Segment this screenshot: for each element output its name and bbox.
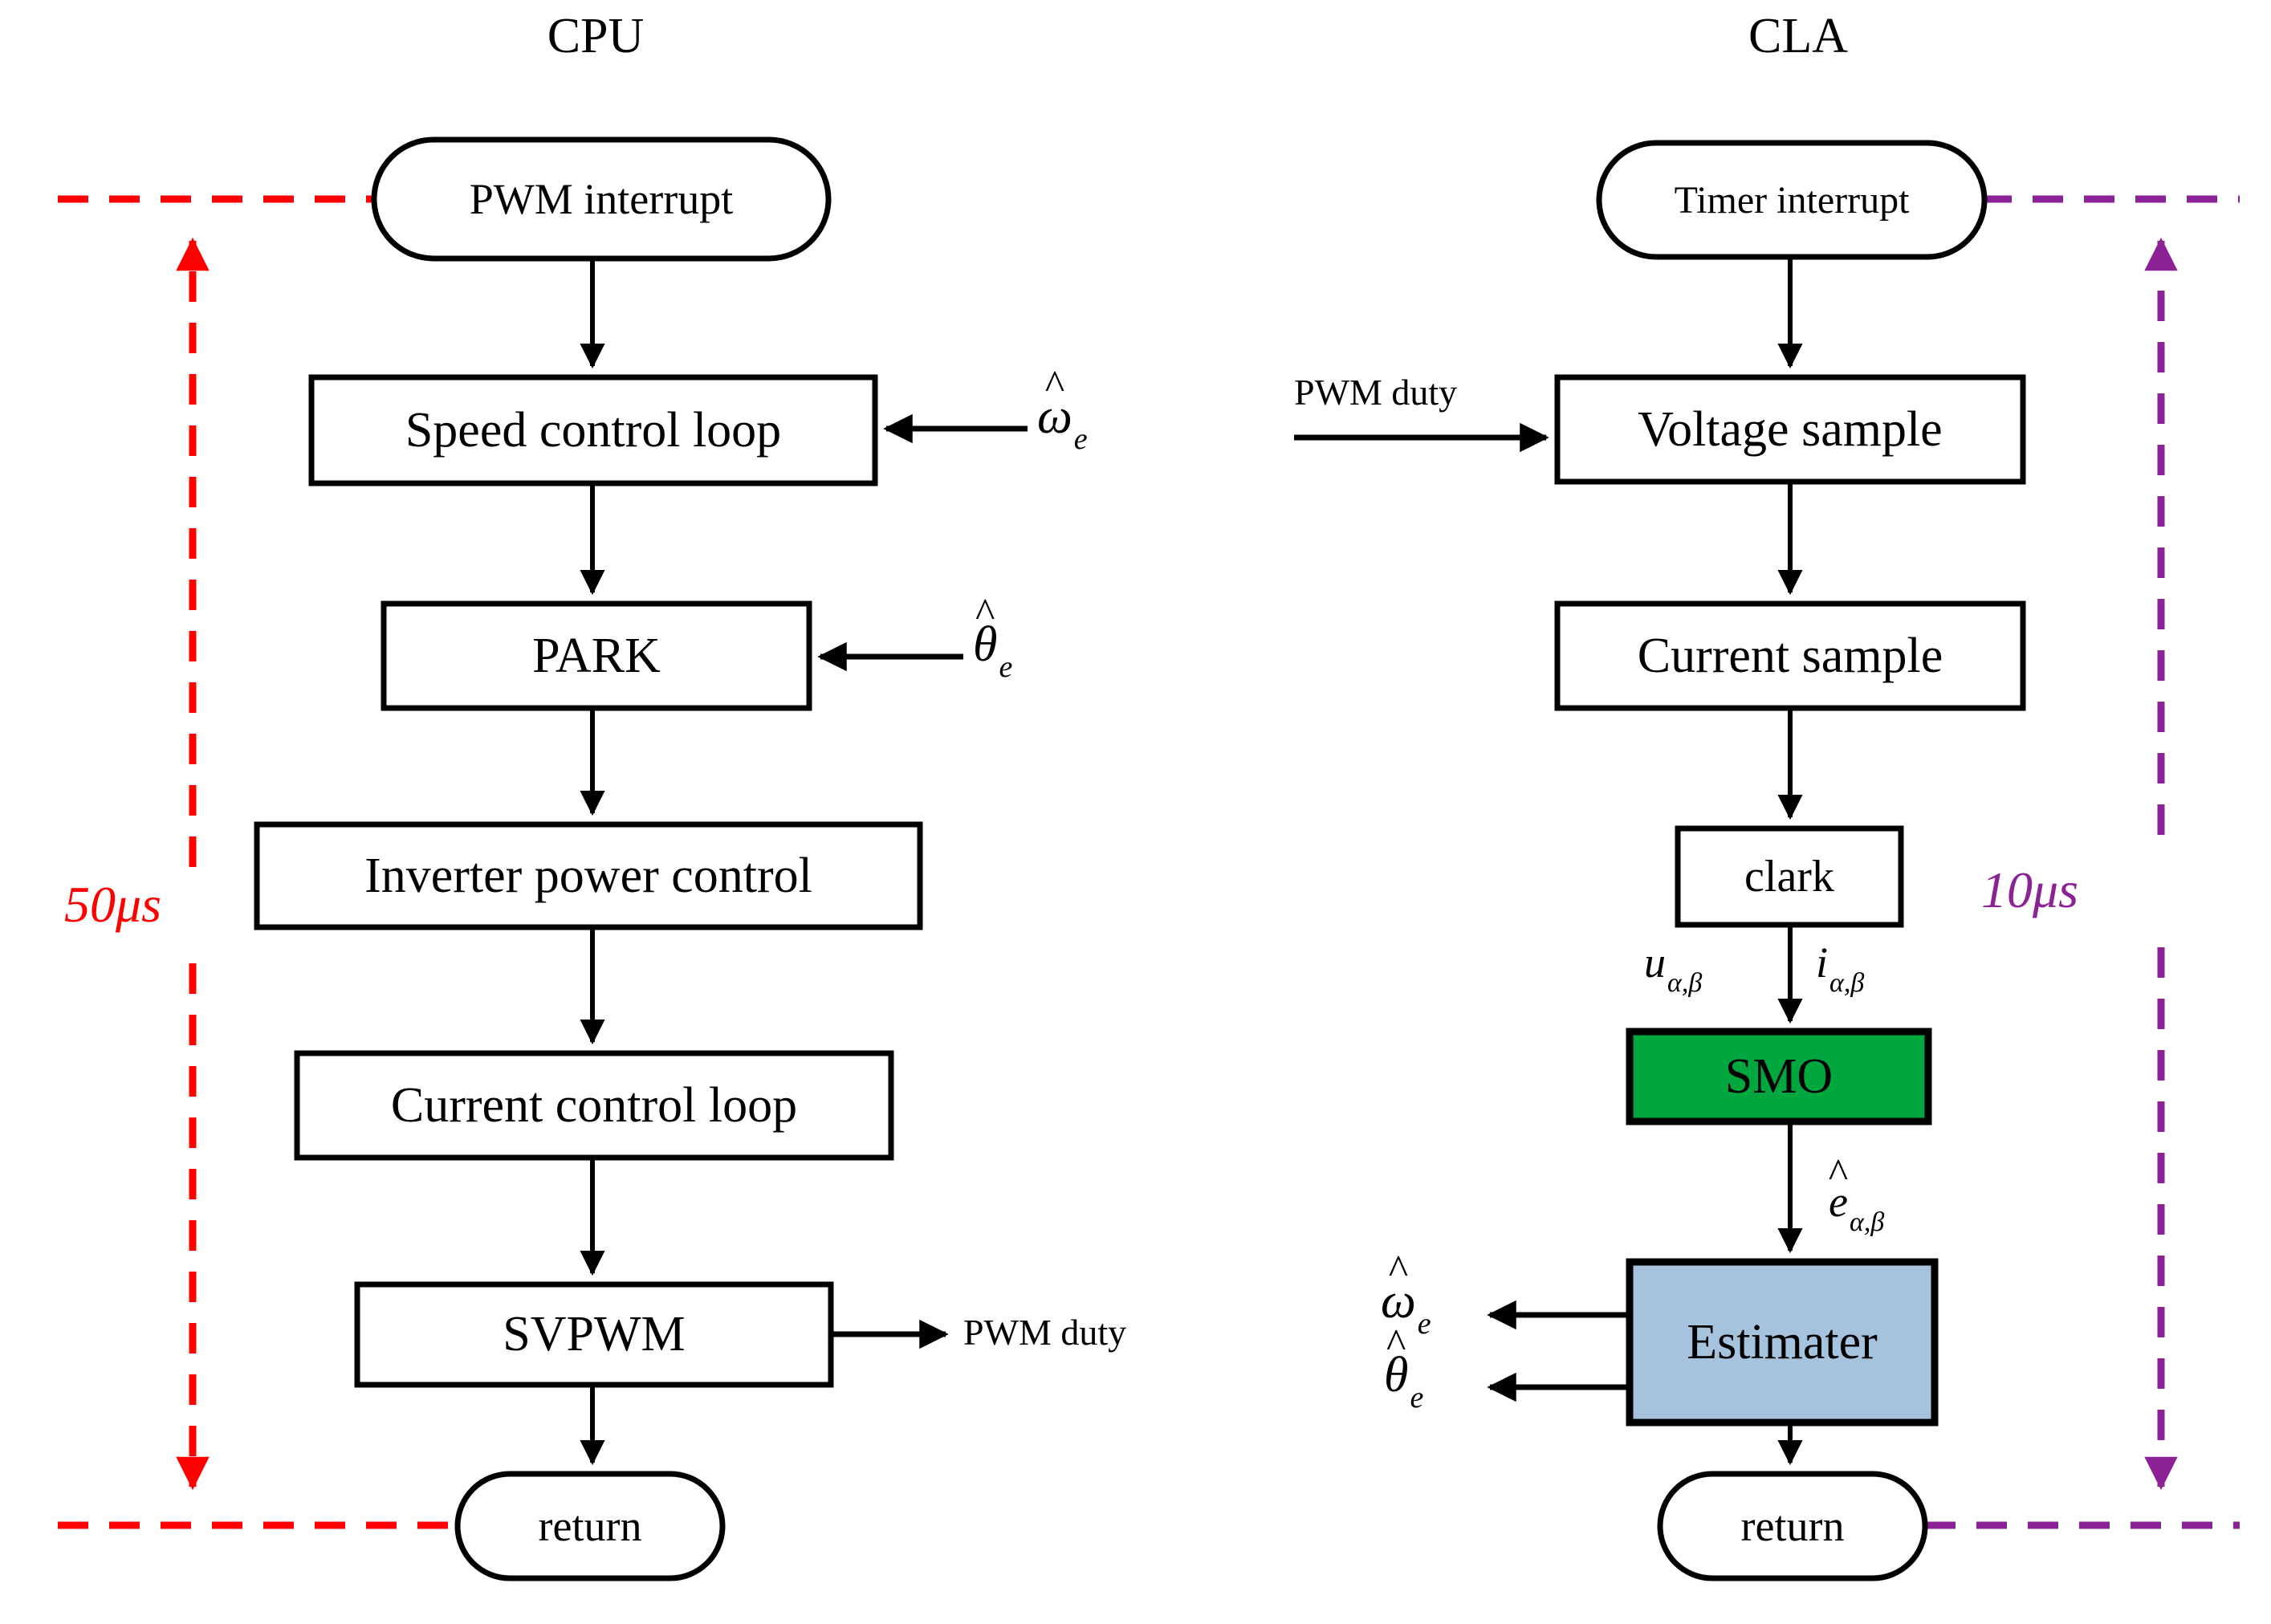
cla-end-terminal-shape: [1657, 1471, 1928, 1581]
cla-estimater-output-omega: ω^e: [1381, 1248, 1431, 1340]
cla-start-terminal-shape: [1596, 140, 1988, 260]
cpu-timing-label: 50μs: [64, 876, 162, 933]
hat-accent-icon: ^: [975, 591, 995, 637]
cpu-timing-rail: [58, 195, 456, 1529]
cla-voltage-sample-input-label: PWM duty: [1294, 372, 1458, 413]
cpu-inverter-box-shape: [254, 821, 923, 930]
subscript-alpha-beta: α,β: [1667, 968, 1703, 999]
subscript-e: e: [1410, 1381, 1424, 1415]
cpu-svpwm-output-label: PWM duty: [963, 1312, 1127, 1353]
subscript-e: e: [999, 650, 1013, 685]
cla-clark-box-shape: [1675, 825, 1904, 928]
subscript-e: e: [1073, 422, 1088, 457]
cla-timing-label: 10μs: [1981, 861, 2079, 918]
cla-voltage-sample-box-shape: [1554, 374, 2026, 485]
cpu-current-control-box-shape: [294, 1050, 894, 1161]
cla-estimater-output-theta: θ^e: [1384, 1321, 1423, 1414]
theta-glyph: θ^: [1384, 1321, 1409, 1402]
cla-current-sample-box-shape: [1554, 600, 2026, 711]
cpu-end-terminal-shape: [454, 1471, 726, 1581]
cpu-speed-control-input-omega: ω^e: [1037, 363, 1088, 455]
cla-smo-input-u-alpha-beta: uα,β: [1644, 938, 1702, 997]
i-glyph: i: [1816, 938, 1829, 987]
hat-accent-icon: ^: [1828, 1151, 1849, 1197]
subscript-alpha-beta: α,β: [1849, 1207, 1885, 1238]
cpu-column-title: CPU: [547, 9, 645, 63]
cpu-start-terminal-shape: [371, 136, 832, 262]
subscript-e: e: [1417, 1307, 1431, 1341]
cla-estimater-box-shape: [1626, 1258, 1939, 1427]
cla-column-title: CLA: [1748, 9, 1848, 63]
hat-accent-icon: ^: [1388, 1248, 1409, 1293]
u-glyph: u: [1644, 938, 1666, 987]
omega-glyph: ω^: [1037, 363, 1072, 444]
theta-glyph: θ^: [973, 591, 998, 672]
e-glyph: e^: [1828, 1151, 1849, 1226]
hat-accent-icon: ^: [1386, 1321, 1406, 1367]
cla-estimater-input-e-alpha-beta: e^α,β: [1828, 1151, 1884, 1236]
omega-glyph: ω^: [1381, 1248, 1416, 1329]
subscript-alpha-beta: α,β: [1829, 968, 1865, 999]
cpu-park-box-shape: [381, 600, 812, 711]
cla-smo-box-shape: [1626, 1028, 1932, 1125]
hat-accent-icon: ^: [1044, 363, 1065, 409]
cpu-speed-control-box-shape: [308, 374, 878, 486]
cpu-svpwm-box-shape: [354, 1281, 834, 1388]
cpu-park-input-theta: θ^e: [973, 591, 1012, 683]
cla-smo-input-i-alpha-beta: iα,β: [1816, 938, 1864, 997]
cla-timing-rail: [1925, 195, 2240, 1529]
